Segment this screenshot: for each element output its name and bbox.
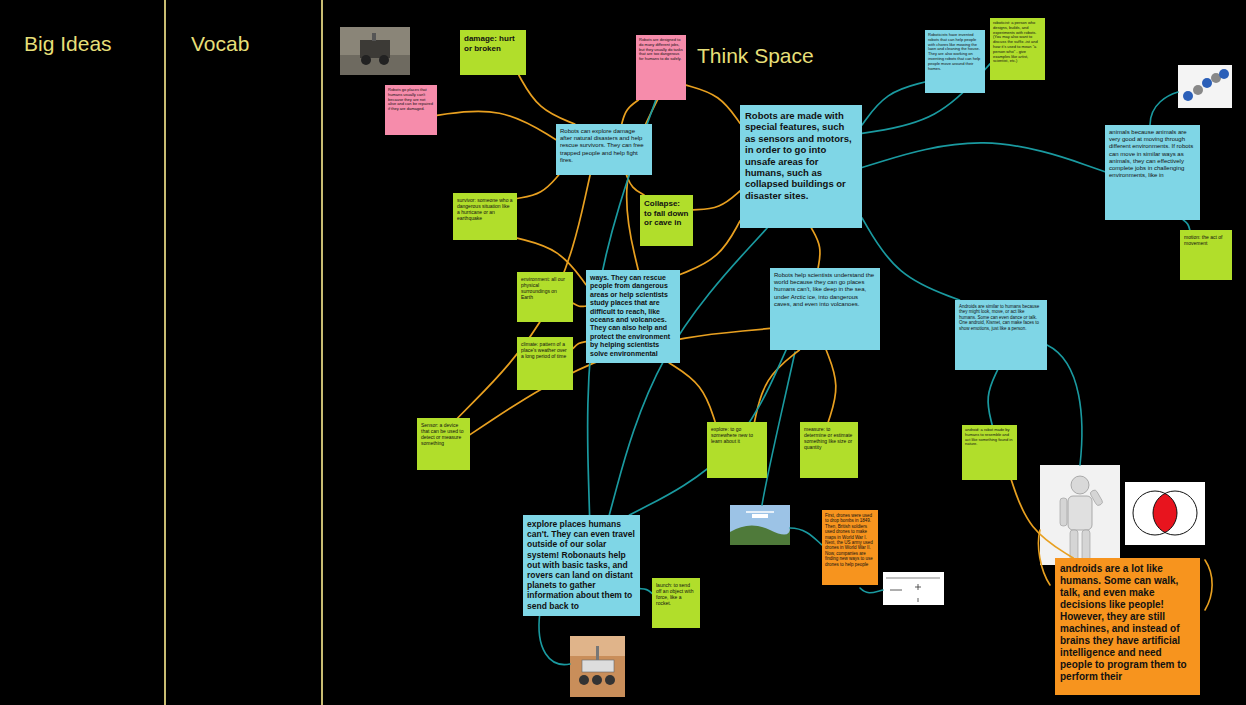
note-text: First, drones were used to drop bombs in… xyxy=(825,513,875,567)
vocab-note: measure: to determine or estimate someth… xyxy=(800,422,858,478)
note-text: Robots help scientists understand the wo… xyxy=(774,272,876,308)
note-text: motion: the act of movement xyxy=(1184,234,1228,246)
column-heading: Big Ideas xyxy=(24,32,112,56)
vocab-note: roboticist: a person who designs, builds… xyxy=(990,18,1045,80)
note-text: explore places humans can't. They can ev… xyxy=(527,519,636,611)
vocab-note: explore: to go somewhere new to learn ab… xyxy=(707,422,767,478)
connector-line xyxy=(622,100,639,124)
venn-diagram xyxy=(1125,482,1205,545)
note-text: survivor: someone who a dangerous situat… xyxy=(457,197,513,221)
connector-line xyxy=(517,175,559,198)
note-text: measure: to determine or estimate someth… xyxy=(804,426,854,450)
timeline-chart xyxy=(883,572,944,605)
connector-line xyxy=(826,350,836,422)
note-text: damage: hurt or broken xyxy=(464,34,522,53)
note-text: androids are a lot like humans. Some can… xyxy=(1060,563,1195,683)
vocab-note: motion: the act of movement xyxy=(1180,230,1232,280)
note-text: Robots go places that humans usually can… xyxy=(388,88,434,112)
idea-note: Robots help scientists understand the wo… xyxy=(770,268,880,350)
note-text: ways. They can rescue people from danger… xyxy=(590,274,676,358)
leader-line xyxy=(1150,92,1178,125)
note-text: environment: all our physical surroundin… xyxy=(521,276,569,300)
leader-line xyxy=(790,528,822,545)
android-photo xyxy=(1040,465,1120,565)
note-text: Robots can explore damage after natural … xyxy=(560,128,648,164)
connector-line xyxy=(862,82,925,125)
leader-line xyxy=(1205,560,1212,610)
idea-note: ways. They can rescue people from danger… xyxy=(586,270,680,363)
note-text: Androids are similar to humans because t… xyxy=(959,304,1043,331)
vocab-note: climate: pattern of a place's weather ov… xyxy=(517,337,573,390)
question-note: Robots go places that humans usually can… xyxy=(385,85,437,135)
snake-robot-photo xyxy=(1178,65,1232,108)
note-text: Collapse: to fall down or cave in xyxy=(644,199,689,228)
vocab-note: survivor: someone who a dangerous situat… xyxy=(453,193,517,240)
leader-line xyxy=(539,612,570,665)
column-divider xyxy=(321,0,323,705)
note-text: Roboticists have invented robots that ca… xyxy=(928,33,982,71)
note-text: launch: to send off an object with force… xyxy=(656,582,696,606)
vocab-note: Collapse: to fall down or cave in xyxy=(640,195,693,246)
note-text: Robots are designed to do many different… xyxy=(639,38,683,62)
connector-line xyxy=(669,363,715,422)
connector-line xyxy=(629,350,786,515)
note-text: roboticist: a person who designs, builds… xyxy=(993,21,1042,64)
connector-line xyxy=(988,370,997,425)
idea-note: explore places humans can't. They can ev… xyxy=(523,515,640,616)
connector-line xyxy=(640,589,652,594)
note-text: Sensor: a device that can be used to det… xyxy=(421,422,466,446)
fact-note: androids are a lot like humans. Some can… xyxy=(1055,558,1200,695)
column-divider xyxy=(164,0,166,705)
drone-photo xyxy=(730,505,790,545)
connector-line xyxy=(811,228,820,268)
vocab-note: android: a robot made by humans to resem… xyxy=(962,425,1017,480)
connector-line xyxy=(519,75,575,124)
connector-line xyxy=(1183,220,1189,230)
idea-note: animals because animals are very good at… xyxy=(1105,125,1200,220)
question-note: Robots are designed to do many different… xyxy=(636,35,686,100)
vocab-note: launch: to send off an object with force… xyxy=(652,578,700,628)
connector-line xyxy=(686,85,740,123)
column-heading: Think Space xyxy=(697,44,814,68)
connector-line xyxy=(754,350,799,422)
connector-line xyxy=(437,111,556,139)
connector-line xyxy=(458,175,590,418)
connector-line xyxy=(573,303,586,306)
note-text: explore: to go somewhere new to learn ab… xyxy=(711,426,763,444)
idea-note: Androids are similar to humans because t… xyxy=(955,300,1047,370)
column-heading: Vocab xyxy=(191,32,249,56)
leader-line xyxy=(860,588,883,593)
main-idea-note: Robots are made with special features, s… xyxy=(740,105,862,228)
rubble-robot-photo xyxy=(340,27,410,75)
idea-note: Robots can explore damage after natural … xyxy=(556,124,652,175)
connector-line xyxy=(862,143,1105,172)
fact-note: First, drones were used to drop bombs in… xyxy=(822,510,878,585)
note-text: animals because animals are very good at… xyxy=(1109,129,1196,179)
mars-rover-photo xyxy=(570,636,625,697)
connector-line xyxy=(693,191,740,210)
vocab-note: damage: hurt or broken xyxy=(460,30,526,75)
connector-line xyxy=(573,342,586,349)
connector-line xyxy=(1011,480,1073,558)
note-text: climate: pattern of a place's weather ov… xyxy=(521,341,569,359)
vocab-note: Sensor: a device that can be used to det… xyxy=(417,418,470,470)
note-text: android: a robot made by humans to resem… xyxy=(965,428,1014,447)
idea-note: Roboticists have invented robots that ca… xyxy=(925,30,985,93)
note-text: Robots are made with special features, s… xyxy=(745,110,857,201)
leader-line xyxy=(1047,345,1082,465)
vocab-note: environment: all our physical surroundin… xyxy=(517,272,573,322)
